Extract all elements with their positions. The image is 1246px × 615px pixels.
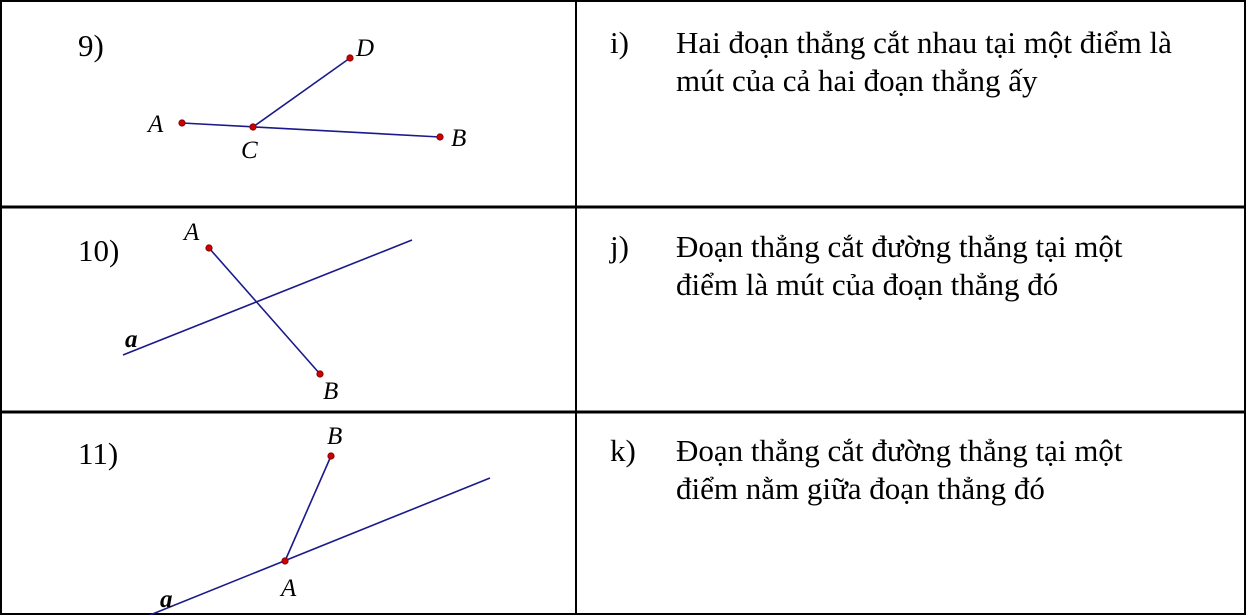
segment-ab	[208, 247, 321, 375]
point-b	[316, 370, 324, 378]
point-b	[436, 133, 444, 141]
figure-segments-9: A B C D	[146, 35, 466, 164]
point-a	[205, 244, 213, 252]
label-b: B	[451, 125, 466, 152]
point-c	[249, 123, 257, 131]
statement-line: mút của cả hai đoạn thẳng ấy	[676, 63, 1038, 98]
statement-marker: i)	[610, 25, 629, 60]
statement-line: điểm nằm giữa đoạn thẳng đó	[676, 471, 1045, 506]
row-number: 11)	[78, 436, 119, 471]
point-a	[178, 119, 186, 127]
label-b: B	[323, 378, 338, 405]
line-a	[149, 477, 491, 615]
point-b	[327, 452, 335, 460]
label-a: A	[146, 111, 164, 138]
statement-line: Đoạn thẳng cắt đường thẳng tại một	[676, 433, 1123, 468]
statement-marker: k)	[610, 433, 636, 468]
segment-ab	[181, 122, 441, 138]
line-a	[122, 239, 413, 356]
row-number: 9)	[78, 28, 104, 63]
label-d: D	[355, 35, 374, 62]
label-a: A	[279, 575, 297, 602]
segment-cd	[252, 57, 351, 128]
statement-line: Hai đoạn thẳng cắt nhau tại một điểm là	[676, 25, 1172, 60]
label-a: A	[182, 219, 200, 246]
statement-line: Đoạn thẳng cắt đường thẳng tại một	[676, 229, 1123, 264]
figure-segment-line-11: B A a	[149, 423, 491, 615]
statement-marker: j)	[610, 229, 629, 264]
label-line-a: a	[125, 326, 138, 353]
label-b: B	[327, 423, 342, 450]
figure-segment-line-10: A B a	[122, 219, 413, 405]
point-d	[346, 54, 354, 62]
statement-line: điểm là mút của đoạn thẳng đó	[676, 267, 1059, 302]
point-a	[281, 557, 289, 565]
segment-ab	[284, 455, 332, 562]
label-line-a: a	[160, 586, 173, 613]
label-c: C	[241, 137, 258, 164]
row-number: 10)	[78, 233, 120, 268]
